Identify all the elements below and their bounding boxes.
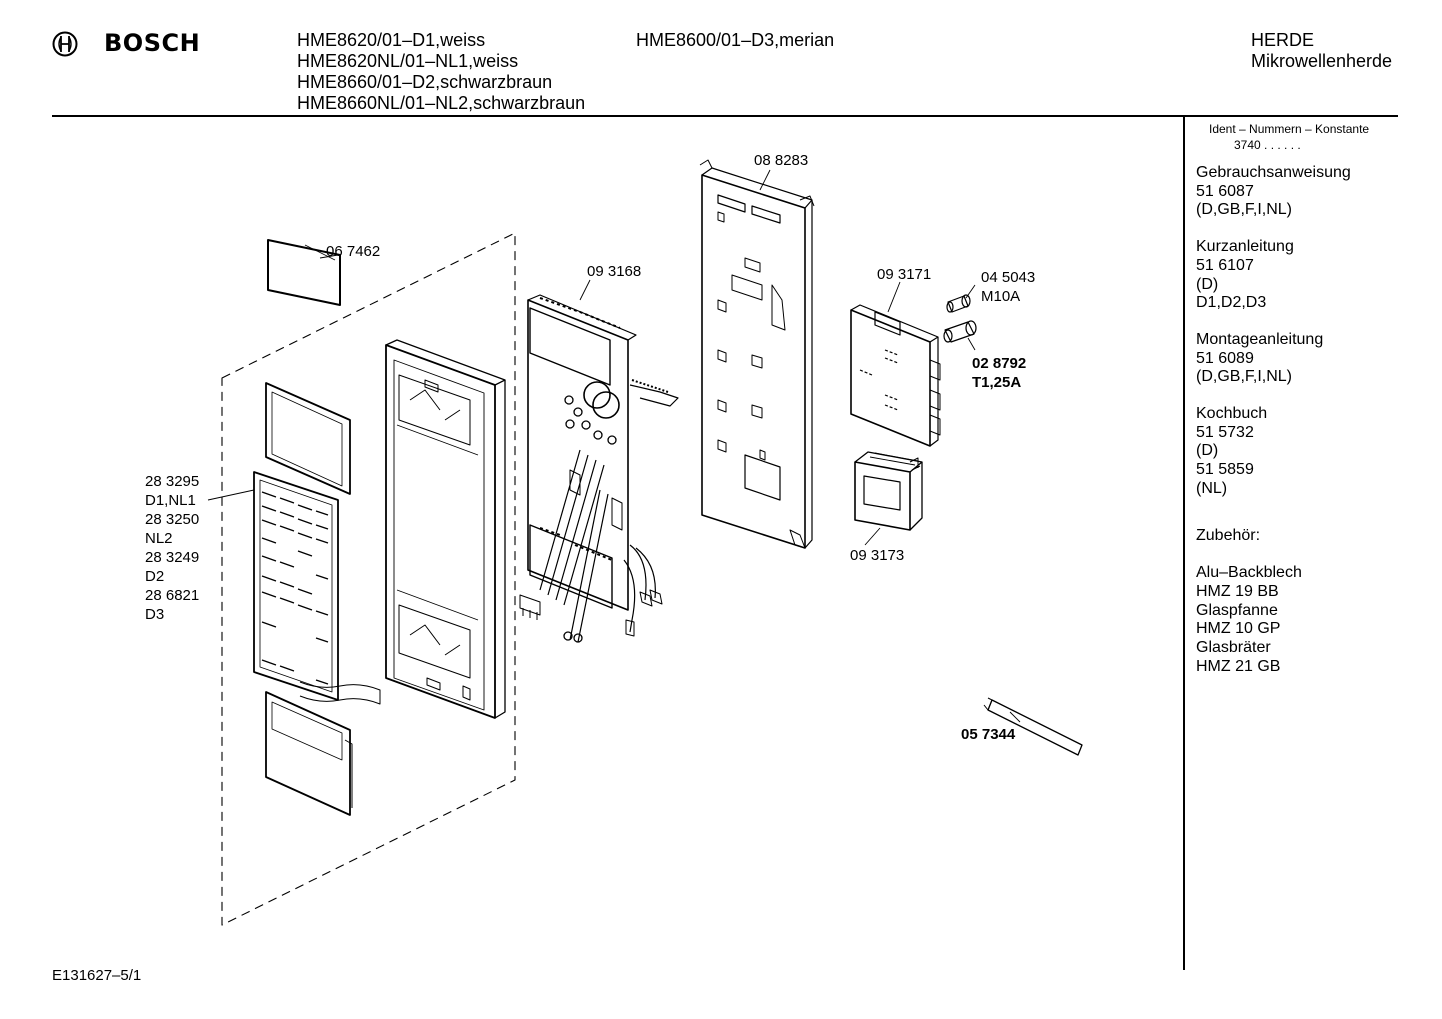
model-line: HME8620/01–D1,weiss — [297, 30, 486, 50]
exploded-drawing — [207, 159, 1083, 926]
leader-088283 — [759, 169, 771, 191]
label-067462: 06 7462 — [326, 243, 381, 260]
leader-057344 — [1009, 711, 1021, 723]
documents-sidebar: Gebrauchsanweisung 51 6087 (D,GB,F,I,NL)… — [1196, 164, 1351, 694]
label-m10a: M10A — [981, 288, 1021, 305]
label-057344: 05 7344 — [961, 726, 1016, 743]
lower-panel — [265, 691, 351, 816]
label-t125a: T1,25A — [972, 374, 1022, 391]
doc-block-manual: Gebrauchsanweisung 51 6087 (D,GB,F,I,NL) — [1196, 164, 1351, 220]
brand-name: BOSCH — [104, 29, 201, 57]
category-subtitle: Mikrowellenherde — [1251, 51, 1393, 71]
accessories-list: Alu–Backblech HMZ 19 BB Glaspfanne HMZ 1… — [1196, 564, 1351, 676]
label-plate-067462 — [267, 239, 341, 306]
label-093171: 09 3171 — [877, 266, 932, 283]
fuse-045043 — [946, 294, 971, 313]
label-028792: 02 8792 — [972, 355, 1027, 372]
doc-line: 51 6087 — [1196, 182, 1254, 200]
front-label: 28 3250 — [145, 511, 200, 528]
bosch-logo: BOSCH — [52, 29, 202, 60]
leader-front — [207, 489, 255, 501]
label-088283: 08 8283 — [754, 152, 809, 169]
category: HERDE Mikrowellenherde — [1251, 30, 1392, 72]
accessories-heading: Zubehör: — [1196, 527, 1351, 546]
front-label: D1,NL1 — [145, 492, 196, 509]
doc-line: Glasbräter — [1196, 639, 1271, 657]
doc-line: Glaspfanne — [1196, 601, 1278, 619]
doc-line: Gebrauchsanweisung — [1196, 164, 1351, 181]
ident-value: 3740 . . . . . . — [1234, 138, 1301, 152]
keypad-keys — [261, 491, 329, 685]
front-plane-outline — [221, 232, 516, 926]
front-label: D3 — [145, 606, 165, 623]
front-label: 28 3249 — [145, 549, 200, 566]
pen-057344 — [983, 697, 1083, 756]
front-label: NL2 — [145, 530, 173, 547]
pcb-093168 — [519, 294, 679, 643]
header-rule — [52, 115, 1398, 117]
doc-line: HMZ 19 BB — [1196, 582, 1279, 600]
leader-093173 — [864, 527, 881, 546]
leader-028792 — [967, 337, 976, 351]
category-title: HERDE — [1251, 30, 1315, 50]
doc-line: (NL) — [1196, 479, 1228, 497]
leader-093171 — [887, 281, 901, 313]
doc-line: 51 6089 — [1196, 349, 1254, 367]
doc-block-installation: Montageanleitung 51 6089 (D,GB,F,I,NL) — [1196, 331, 1351, 387]
doc-line: Kurzanleitung — [1196, 238, 1294, 256]
doc-line: Zubehör: — [1196, 526, 1261, 544]
label-093173: 09 3173 — [850, 547, 905, 564]
fuse-028792 — [943, 320, 977, 343]
front-label: 28 6821 — [145, 587, 200, 604]
doc-line: (D) — [1196, 442, 1219, 460]
transformer-093173 — [854, 451, 923, 531]
doc-line: 51 5859 — [1196, 461, 1254, 479]
model-list: HME8620/01–D1,weiss HME8620NL/01–NL1,wei… — [297, 30, 585, 114]
model-line: HME8620NL/01–NL1,weiss — [297, 51, 519, 71]
doc-line: HMZ 10 GP — [1196, 620, 1281, 638]
doc-line: 51 6107 — [1196, 256, 1254, 274]
doc-line: Kochbuch — [1196, 405, 1268, 423]
front-label: D2 — [145, 568, 165, 585]
model-mid: HME8600/01–D3,merian — [636, 30, 835, 50]
front-part-labels: 28 3295 D1,NL1 28 3250 NL2 28 3249 D2 28… — [145, 472, 199, 624]
doc-line: (D,GB,F,I,NL) — [1196, 368, 1293, 386]
doc-line: 51 5732 — [1196, 423, 1254, 441]
doc-line: (D,GB,F,I,NL) — [1196, 201, 1293, 219]
keypad-membrane — [253, 471, 339, 701]
doc-block-quickguide: Kurzanleitung 51 6107 (D) D1,D2,D3 — [1196, 238, 1351, 313]
display-window — [265, 382, 351, 495]
ident-title: Ident – Nummern – Konstante — [1209, 122, 1370, 136]
doc-line: Montageanleitung — [1196, 330, 1324, 348]
document-id: E131627–5/1 — [52, 967, 142, 984]
sidebar-divider — [1183, 117, 1185, 970]
bracket-088283 — [699, 159, 815, 549]
doc-line: Alu–Backblech — [1196, 564, 1302, 582]
model-line: HME8660NL/01–NL2,schwarzbraun — [297, 93, 586, 113]
front-label: 28 3295 — [145, 473, 200, 490]
doc-block-cookbook: Kochbuch 51 5732 (D) 51 5859 (NL) — [1196, 405, 1351, 499]
bosch-armature-icon — [52, 31, 78, 57]
label-045043: 04 5043 — [981, 269, 1036, 286]
control-frame — [385, 339, 506, 719]
pcb-093171 — [850, 304, 941, 447]
leader-067462 — [319, 254, 339, 259]
leader-093168 — [579, 279, 591, 301]
doc-line: (D) — [1196, 275, 1219, 293]
doc-line: HMZ 21 GB — [1196, 657, 1281, 675]
model-line: HME8660/01–D2,schwarzbraun — [297, 72, 553, 92]
doc-line: D1,D2,D3 — [1196, 294, 1267, 312]
ribbon-cable — [299, 681, 381, 705]
leader-045043 — [965, 284, 976, 299]
label-093168: 09 3168 — [587, 263, 642, 280]
